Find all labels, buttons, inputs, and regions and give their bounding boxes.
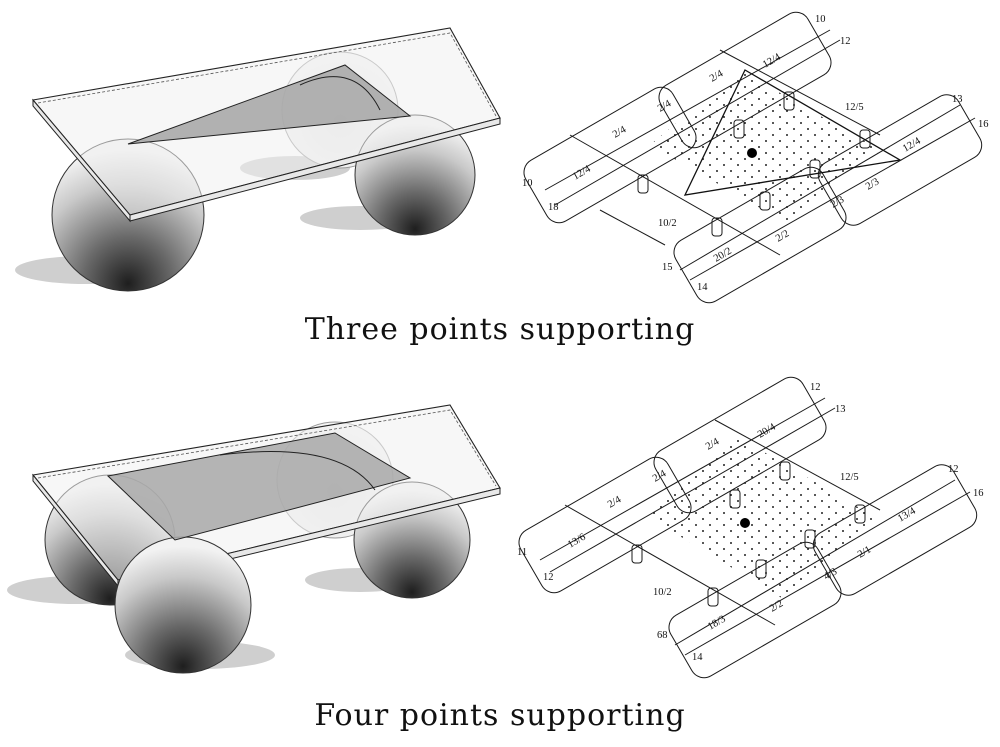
plan-label: 12/4 — [571, 163, 593, 182]
anchor-cylinders — [637, 91, 871, 237]
anchor-cylinder — [854, 504, 866, 524]
anchor-cylinder — [733, 119, 745, 139]
plan-label: 11 — [517, 547, 527, 558]
anchor-cylinder — [729, 489, 741, 509]
plan-label: 10/2 — [653, 587, 672, 598]
plan-label: 13/4 — [896, 505, 918, 524]
plan-label: 12 — [810, 382, 821, 393]
center-of-mass — [747, 148, 757, 158]
tendon-line — [599, 209, 666, 246]
plan-label: 2/2 — [768, 598, 785, 614]
plan-label: 68 — [657, 630, 668, 641]
caption-four-points: Four points supporting — [314, 698, 686, 733]
anchor-cylinder — [859, 129, 871, 149]
plan-label: 13 — [835, 404, 846, 415]
plan-label: 16 — [978, 119, 989, 130]
anchor-cylinder — [755, 559, 767, 579]
support-triangle-plan — [683, 69, 902, 196]
anchor-cylinder — [637, 174, 649, 194]
support-triangle — [127, 64, 412, 145]
tendon-line — [674, 479, 956, 646]
plan-label: 2/4 — [651, 468, 669, 485]
anchor-cylinder — [711, 217, 723, 237]
plan-label: 2/4 — [606, 494, 624, 511]
plan-pad — [673, 166, 847, 304]
tendon-line — [539, 397, 826, 561]
tendon-line — [544, 29, 831, 191]
support-rectangle — [106, 432, 412, 541]
plan-label: 14 — [692, 652, 703, 663]
plate-dashed-edge — [37, 409, 497, 487]
plan-label: 2/3 — [864, 176, 881, 192]
plan-label: 18 — [548, 202, 559, 213]
ball-contact-arc — [219, 451, 376, 491]
tendon-line — [684, 491, 971, 656]
plan-label: 18/3 — [706, 614, 728, 633]
tendon-line — [569, 134, 781, 256]
plan-label: 10 — [815, 14, 826, 25]
anchor-cylinder — [631, 544, 643, 564]
plan-label: 2/3 — [829, 194, 846, 210]
anchor-cylinder — [779, 461, 791, 481]
anchor-cylinder — [707, 587, 719, 607]
three-point-scene — [15, 27, 501, 292]
plan-label: 14 — [697, 282, 708, 293]
plan-label: 10 — [522, 178, 533, 189]
tendon-line — [679, 104, 961, 271]
plan-label: 12 — [948, 464, 959, 475]
anchor-cylinder — [783, 91, 795, 111]
tendon-line — [554, 39, 841, 206]
plan-label: 2/4 — [656, 98, 674, 115]
plan-label: 20/4 — [756, 421, 778, 440]
plan-label: 12/4 — [761, 51, 783, 70]
caption-three-points: Three points supporting — [304, 312, 696, 347]
plan-label: 2/4 — [708, 68, 726, 85]
plan-label: 12/5 — [845, 102, 864, 113]
plan-label: 10/2 — [658, 218, 677, 229]
center-of-mass — [740, 518, 750, 528]
plan-label: 12/5 — [840, 472, 859, 483]
tendon-line — [714, 419, 881, 511]
plan-label: 13 — [952, 94, 963, 105]
plan-label: 12 — [543, 572, 554, 583]
plan-label: 12 — [840, 36, 851, 47]
three-point-plan: 10 12 2/4 12/4 12/5 13 16 2/4 2/4 12/4 1… — [522, 11, 989, 304]
four-point-plan: 12 13 2/4 20/4 12/5 12 16 2/4 2/4 13/4 1… — [517, 376, 984, 679]
anchor-cylinder — [759, 191, 771, 211]
tendon-line — [564, 504, 776, 626]
dotted-field — [650, 70, 880, 225]
plate-edge — [32, 98, 131, 223]
plan-label: 2/4 — [611, 124, 629, 141]
plan-label: 16 — [973, 488, 984, 499]
plan-pad — [668, 541, 842, 679]
anchor-cylinder — [809, 159, 821, 179]
plan-pad — [812, 464, 978, 596]
ball-front — [114, 536, 252, 674]
plan-pad — [518, 456, 692, 594]
dotted-field — [645, 435, 880, 600]
tendon-line — [549, 407, 836, 573]
tendon-line — [689, 117, 976, 281]
four-point-scene — [7, 404, 501, 674]
tendon-line — [719, 49, 881, 136]
anchor-cylinders — [631, 461, 866, 607]
plate-dashed-edge — [37, 32, 497, 117]
anchor-cylinder — [804, 529, 816, 549]
plan-label: 15 — [662, 262, 673, 273]
plan-label: 2/1 — [856, 544, 873, 560]
ball-contact-arc — [299, 76, 381, 111]
